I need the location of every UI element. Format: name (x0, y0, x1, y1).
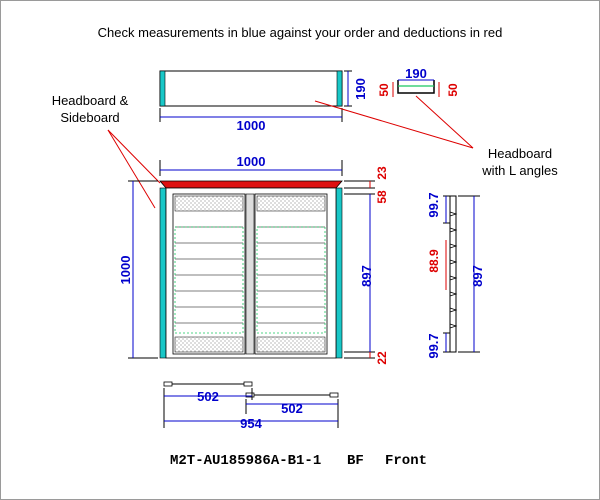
svg-text:Headboard: Headboard (488, 146, 552, 161)
mount-type: BF (347, 453, 364, 469)
svg-text:Sideboard: Sideboard (60, 110, 119, 125)
instruction-text: Check measurements in blue against your … (98, 25, 503, 40)
top-headboard-left-end (159, 70, 166, 107)
footer: M2T-AU185986A-B1-1 BF Front (170, 453, 427, 469)
front-view: 1000 (118, 154, 389, 365)
annotation-headboard-l-angles: Headboard with L angles (314, 95, 558, 178)
view-name: Front (385, 453, 427, 469)
inner-height-label: 897 (359, 265, 374, 287)
panels-total-width-label: 954 (240, 416, 262, 431)
bottom-panel-widths: 502 502 954 (163, 381, 339, 431)
front-width-label: 1000 (237, 154, 266, 169)
right-shutter-panel (254, 193, 328, 355)
panel-left-width-label: 502 (197, 389, 219, 404)
svg-text:Headboard &: Headboard & (52, 93, 129, 108)
headboard-deduction-label: 23 (375, 166, 389, 180)
front-height-label: 1000 (118, 256, 133, 285)
l-angle-left-deduction: 50 (377, 83, 391, 97)
right-sideboard (335, 187, 343, 359)
l-angle-width-label: 190 (405, 66, 427, 81)
left-shutter-panel (172, 193, 246, 355)
svg-text:with L angles: with L angles (481, 163, 558, 178)
side-top-spacing-label: 99.7 (426, 192, 441, 217)
side-middle-spacing-label: 88.9 (427, 249, 441, 273)
annotation-headboard-sideboard: Headboard & Sideboard (52, 93, 161, 209)
left-top-rail (174, 195, 244, 212)
side-bottom-spacing-label: 99.7 (426, 333, 441, 358)
side-view-panel (449, 195, 457, 353)
side-view: 99.7 88.9 99.7 897 (426, 192, 485, 358)
top-headboard-body (159, 70, 343, 107)
right-bottom-rail (256, 336, 326, 353)
left-bottom-rail (174, 336, 244, 353)
l-angle-right-deduction: 50 (446, 83, 460, 97)
left-sideboard (159, 187, 167, 359)
l-angle-view: 190 50 50 (377, 66, 460, 97)
right-top-rail (256, 195, 326, 212)
front-headboard (159, 180, 343, 189)
center-divider (245, 193, 255, 355)
top-width-label: 1000 (237, 118, 266, 133)
panel-right-width-label: 502 (281, 401, 303, 416)
bottom-deduction-label: 22 (375, 351, 389, 365)
side-inner-height-label: 897 (470, 265, 485, 287)
top-height-label: 190 (353, 78, 368, 100)
order-code: M2T-AU185986A-B1-1 (170, 453, 321, 469)
top-gap-label: 58 (375, 190, 389, 204)
top-headboard-right-end (336, 70, 343, 107)
top-headboard-view: 1000 190 (159, 70, 368, 133)
